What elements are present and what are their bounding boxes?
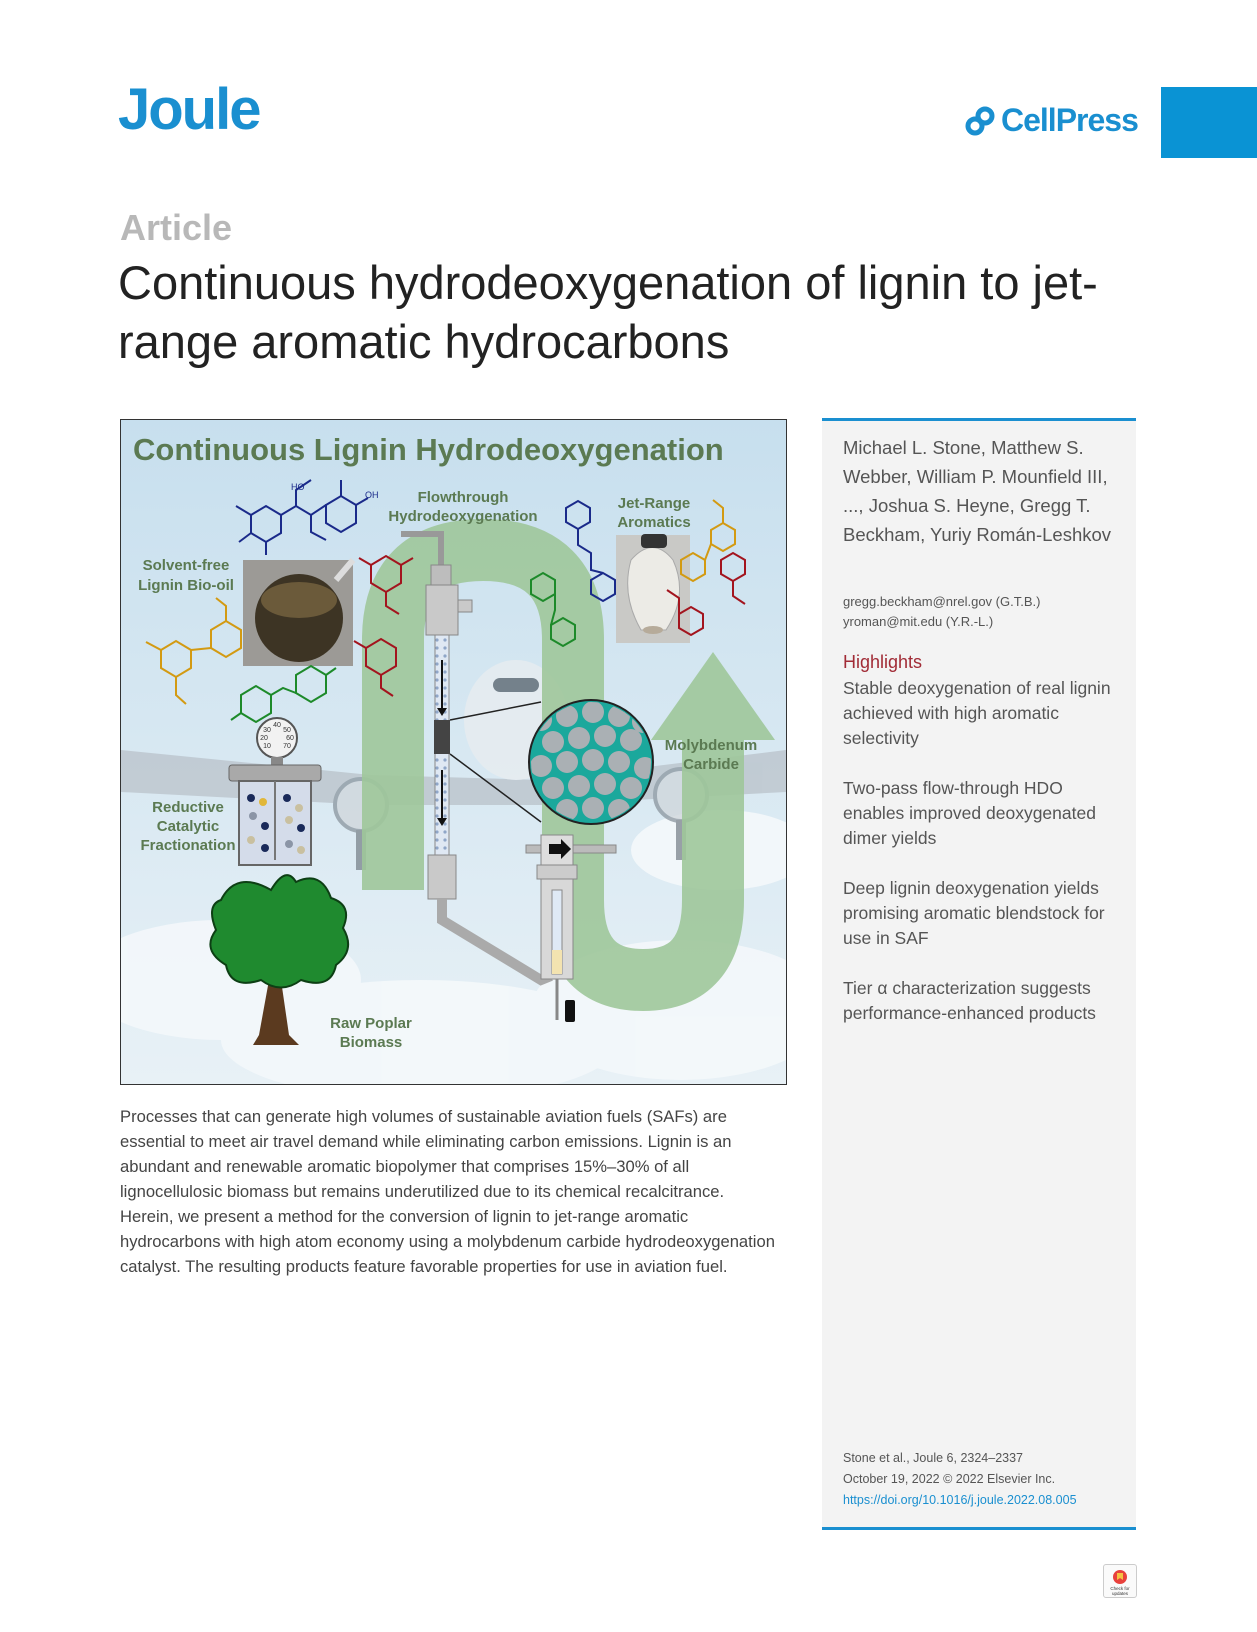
jet-fuel-vial-photo	[616, 534, 690, 643]
citation-block: Stone et al., Joule 6, 2324–2337 October…	[843, 1448, 1133, 1511]
gauge-tick-60: 60	[286, 735, 294, 742]
article-type-label: Article	[120, 207, 233, 248]
label-molybdenum-2: Carbide	[683, 756, 739, 773]
gauge-tick-50: 50	[283, 727, 291, 734]
check-updates-icon: Check for updates	[1110, 1570, 1130, 1596]
highlights-list: Stable deoxygenation of real lignin achi…	[843, 676, 1128, 1051]
badge-line-1: Check for	[1110, 1586, 1130, 1591]
dimer-molecules-gold	[145, 499, 736, 705]
highlight-item: Deep lignin deoxygenation yields promisi…	[843, 878, 1105, 948]
gauge-tick-40: 40	[273, 722, 281, 729]
lignin-dimer-molecule-blue	[235, 479, 369, 555]
dimer-molecules-green	[230, 571, 576, 724]
flow-reactor-column	[401, 531, 553, 986]
citation-reference: Stone et al., Joule 6, 2324–2337	[843, 1451, 1024, 1465]
gauge-tick-70: 70	[283, 743, 291, 750]
gauge-tick-30: 30	[263, 727, 271, 734]
graphical-abstract-figure: Continuous Lignin Hydrodeoxygenation Sol…	[121, 420, 786, 1084]
label-jet-range-1: Jet-Range	[618, 495, 691, 512]
gauge-tick-10: 10	[263, 743, 271, 750]
corresponding-emails: gregg.beckham@nrel.gov (G.T.B.) yroman@m…	[843, 592, 1128, 632]
corner-tab	[1161, 87, 1257, 158]
gauge-tick-20: 20	[260, 735, 268, 742]
poplar-tree-illustration	[209, 874, 350, 1045]
doi-link[interactable]: https://doi.org/10.1016/j.joule.2022.08.…	[843, 1493, 1077, 1507]
summary-paragraph: Processes that can generate high volumes…	[120, 1107, 775, 1276]
label-reductive-1: Reductive	[152, 799, 224, 816]
label-solvent-free-1: Solvent-free	[143, 557, 230, 574]
check-for-updates-button[interactable]: Check for updates	[1103, 1564, 1137, 1598]
email-link-beckham[interactable]: gregg.beckham@nrel.gov (G.T.B.)	[843, 594, 1041, 609]
highlight-item: Stable deoxygenation of real lignin achi…	[843, 678, 1111, 748]
label-reductive-2: Catalytic	[157, 818, 220, 835]
label-raw-poplar-2: Biomass	[340, 1034, 403, 1051]
cellpress-icon	[965, 106, 995, 135]
highlights-heading: Highlights	[843, 652, 923, 672]
label-flowthrough-1: Flowthrough	[418, 489, 509, 506]
label-raw-poplar-1: Raw Poplar	[330, 1015, 412, 1032]
publisher-logo: CellPress	[965, 102, 1139, 139]
product-collection-vessel	[525, 834, 617, 1022]
atom-label-ho: HO	[291, 482, 305, 492]
article-title: Continuous hydrodeoxygenation of lignin …	[118, 256, 1098, 368]
badge-line-2: updates	[1112, 1591, 1129, 1596]
highlight-item: Two-pass flow-through HDO enables improv…	[843, 778, 1096, 848]
catalyst-pellets	[247, 794, 305, 854]
ga-title: Continuous Lignin Hydrodeoxygenation	[133, 432, 724, 467]
label-solvent-free-2: Lignin Bio-oil	[138, 577, 234, 594]
label-jet-range-2: Aromatics	[617, 514, 690, 531]
email-link-roman[interactable]: yroman@mit.edu (Y.R.-L.)	[843, 614, 994, 629]
graphical-abstract: Continuous Lignin Hydrodeoxygenation Sol…	[120, 419, 787, 1085]
author-list: Michael L. Stone, Matthew S. Webber, Wil…	[843, 437, 1112, 545]
label-molybdenum-1: Molybdenum	[665, 737, 758, 754]
label-flowthrough-2: Hydrodeoxygenation	[388, 508, 537, 525]
flow-direction-arrow	[549, 839, 571, 859]
publication-date: October 19, 2022 © 2022 Elsevier Inc.	[843, 1472, 1056, 1486]
process-flow-arrowhead	[651, 652, 775, 740]
atom-label-oh: OH	[365, 490, 379, 500]
label-reductive-3: Fractionation	[140, 837, 235, 854]
article-info-sidebar	[822, 418, 1136, 1530]
bio-oil-flask-photo	[243, 558, 356, 666]
highlight-item: Tier α characterization suggests perform…	[843, 978, 1096, 1023]
publisher-name: CellPress	[1001, 102, 1139, 138]
aromatic-products-blue	[565, 499, 616, 603]
rcf-reactor-vessel: 10 20 30 40 50 60 70	[228, 717, 322, 866]
journal-logo: Joule	[118, 77, 261, 142]
monomer-molecules-red	[353, 551, 746, 697]
